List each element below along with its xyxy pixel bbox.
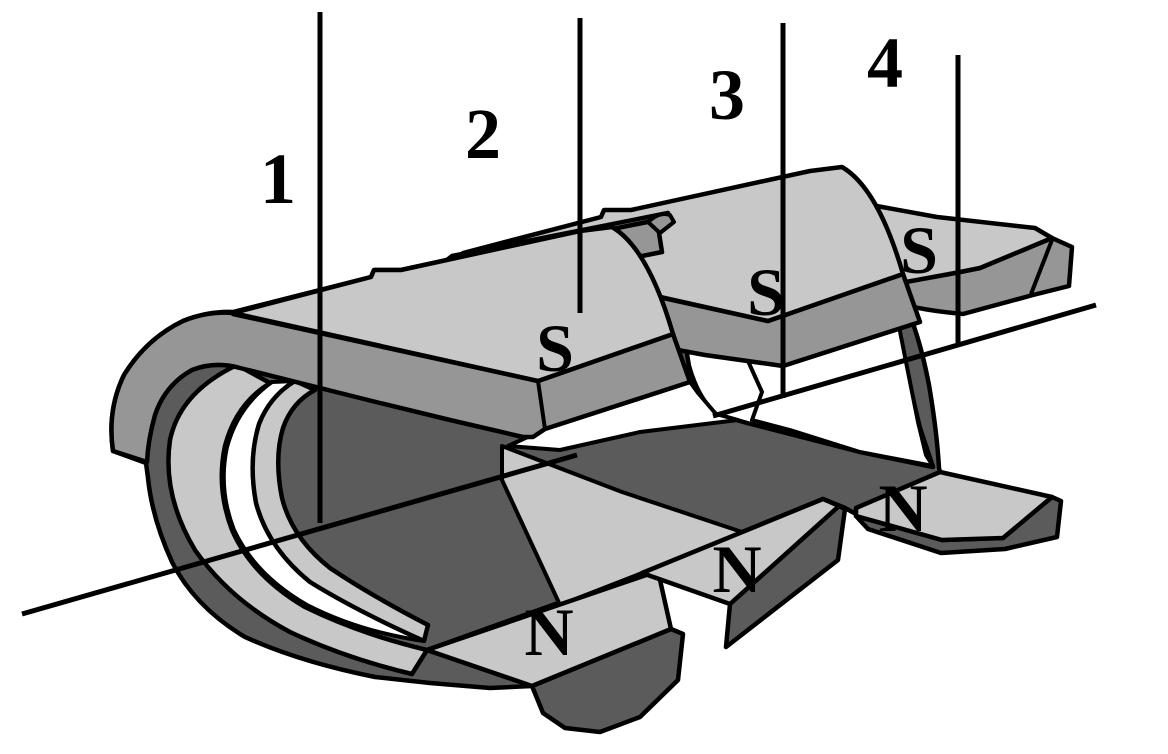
north-pole-label-3: N <box>878 470 927 546</box>
north-plate-3-top <box>853 469 1055 543</box>
south-slab-1 <box>109 224 693 465</box>
north-pole-label-2: N <box>712 531 761 607</box>
north-plate-1-side <box>529 626 686 735</box>
bend-inner-strip-inner <box>250 378 431 644</box>
cut-label-3: 3 <box>709 55 745 135</box>
south-slab-3-top <box>460 164 906 324</box>
north-plate-1 <box>424 568 686 735</box>
axis-line-left-segment <box>21 452 578 617</box>
north-plate-2 <box>639 496 848 650</box>
north-plate-3 <box>853 469 1064 556</box>
cut-label-2: 2 <box>465 94 501 174</box>
south-slab-1-top <box>230 224 676 384</box>
north-plate-1-top <box>424 568 674 689</box>
second-bend-hump <box>646 211 676 235</box>
north-pole-label-1: N <box>524 594 573 670</box>
south-pole-label-2: S <box>747 254 785 330</box>
cut-label-4: 4 <box>867 23 903 103</box>
south-pole-label-1: S <box>536 310 574 386</box>
north-plate-2-top <box>639 496 842 607</box>
cut-label-1: 1 <box>260 139 296 219</box>
south-pole-label-3: S <box>900 212 938 288</box>
axis-line-right-segment <box>712 302 1097 419</box>
gap-under-first-slab <box>506 380 740 452</box>
south-slab-4-end-divider <box>1029 239 1054 295</box>
south-slab-1-end-divider <box>536 380 547 430</box>
